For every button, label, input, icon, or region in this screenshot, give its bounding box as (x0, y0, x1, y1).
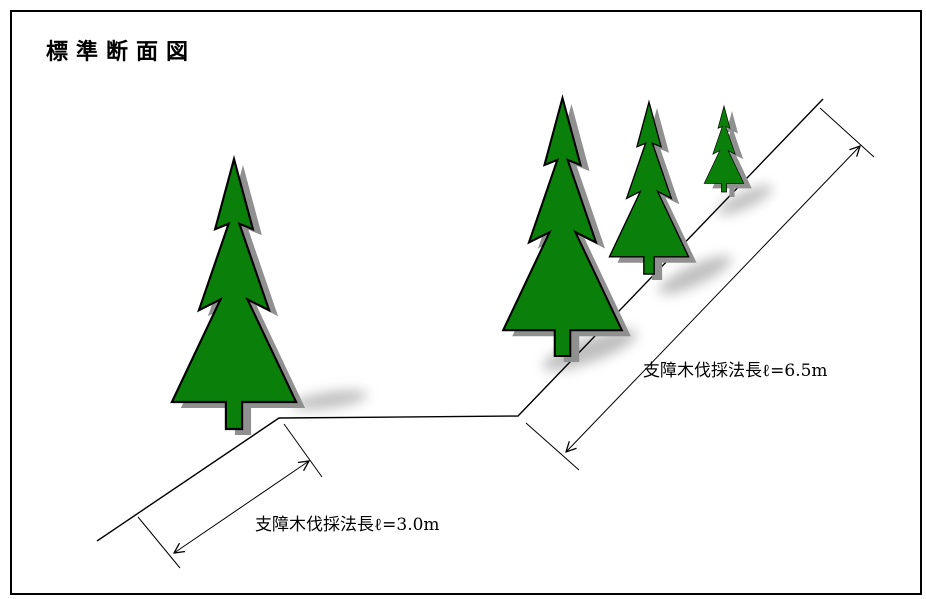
tree-icon (170, 157, 298, 431)
lower-slope-label: 支障木伐採法長ℓ=3.0m (255, 515, 440, 535)
upper-slope-label: 支障木伐採法長ℓ=6.5m (643, 361, 828, 381)
lower-extension-line-start (283, 423, 323, 478)
tree-icon (502, 96, 623, 358)
upper-slope-dimension (525, 107, 875, 471)
page-title: 標準断面図 (46, 40, 197, 65)
upper-extension-line-end (525, 422, 580, 471)
lower-extension-line-end (137, 516, 181, 569)
upper-dimension-arrow (566, 146, 860, 452)
upper-extension-line-start (819, 107, 875, 158)
tree-icon (608, 101, 690, 275)
lower-slope-dimension (137, 423, 323, 569)
lower-dimension-arrow (174, 461, 309, 553)
